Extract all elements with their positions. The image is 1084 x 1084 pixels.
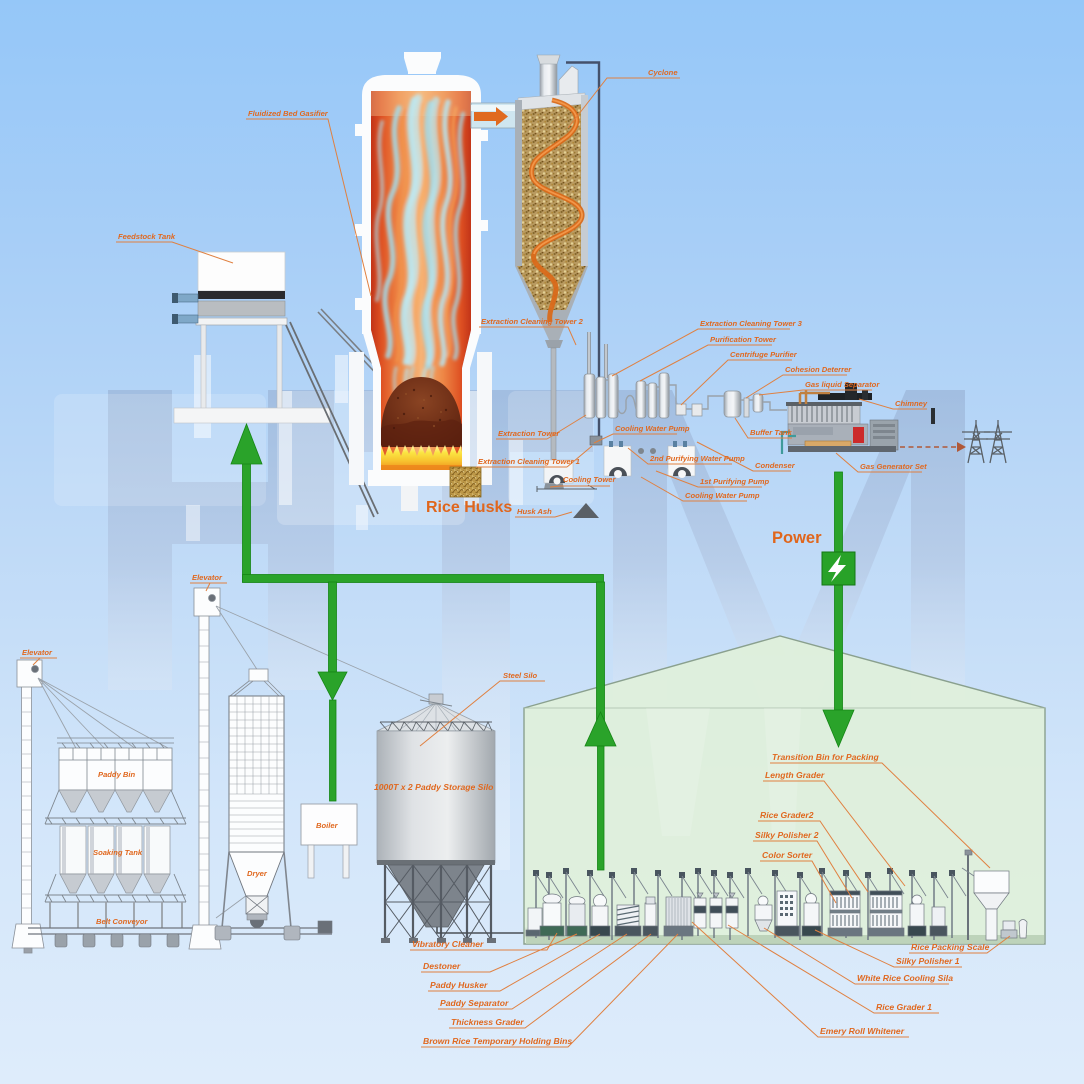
svg-text:Boiler: Boiler <box>316 821 339 830</box>
svg-text:Cooling Tower: Cooling Tower <box>563 475 616 484</box>
svg-text:Purification Tower: Purification Tower <box>710 335 777 344</box>
svg-text:Cohesion Deterrer: Cohesion Deterrer <box>785 365 852 374</box>
svg-text:Feedstock Tank: Feedstock Tank <box>118 232 176 241</box>
svg-text:Power: Power <box>772 529 822 547</box>
svg-text:Extraction Cleaning Tower 1: Extraction Cleaning Tower 1 <box>478 457 580 466</box>
svg-text:Dryer: Dryer <box>247 869 268 878</box>
svg-text:Elevator: Elevator <box>22 648 53 657</box>
svg-text:Fluidized Bed Gasifier: Fluidized Bed Gasifier <box>248 109 329 118</box>
svg-text:Color Sorter: Color Sorter <box>762 850 813 860</box>
svg-text:Extraction Cleaning Tower 3: Extraction Cleaning Tower 3 <box>700 319 803 328</box>
svg-text:Condenser: Condenser <box>755 461 796 470</box>
svg-text:Extraction Tower: Extraction Tower <box>498 429 560 438</box>
svg-text:Rice Grader2: Rice Grader2 <box>760 810 814 820</box>
svg-text:Vibratory Cleaner: Vibratory Cleaner <box>412 939 484 949</box>
svg-text:Centrifuge Purifier: Centrifuge Purifier <box>730 350 798 359</box>
svg-text:Paddy Bin: Paddy Bin <box>98 770 135 779</box>
svg-text:Husk Ash: Husk Ash <box>517 507 552 516</box>
svg-text:Emery Roll Whitener: Emery Roll Whitener <box>820 1026 905 1036</box>
svg-text:Soaking Tank: Soaking Tank <box>93 848 143 857</box>
svg-text:Buffer Tank: Buffer Tank <box>750 428 793 437</box>
svg-text:Paddy Husker: Paddy Husker <box>430 980 488 990</box>
svg-text:Rice Packing Scale: Rice Packing Scale <box>911 942 990 952</box>
svg-text:Chimney: Chimney <box>895 399 928 408</box>
svg-text:Thickness Grader: Thickness Grader <box>451 1017 524 1027</box>
svg-text:Brown Rice Temporary Holding B: Brown Rice Temporary Holding Bins <box>423 1036 572 1046</box>
svg-text:Extraction Cleaning Tower 2: Extraction Cleaning Tower 2 <box>481 317 584 326</box>
svg-text:Rice Husks: Rice Husks <box>426 499 512 516</box>
svg-text:Destoner: Destoner <box>423 961 461 971</box>
svg-text:Silky Polisher 1: Silky Polisher 1 <box>896 956 960 966</box>
svg-text:Cyclone: Cyclone <box>648 68 678 77</box>
svg-text:Steel Silo: Steel Silo <box>503 671 538 680</box>
svg-text:Rice Grader 1: Rice Grader 1 <box>876 1002 932 1012</box>
svg-text:Elevator: Elevator <box>192 573 223 582</box>
svg-text:2nd Purifying Water Pump: 2nd Purifying Water Pump <box>649 454 745 463</box>
svg-text:Gas liquid Separator: Gas liquid Separator <box>805 380 880 389</box>
svg-text:Silky Polisher 2: Silky Polisher 2 <box>755 830 819 840</box>
svg-text:Transition Bin for Packing: Transition Bin for Packing <box>772 752 880 762</box>
svg-text:Cooling Water Pump: Cooling Water Pump <box>685 491 760 500</box>
svg-text:1st Purifying Pump: 1st Purifying Pump <box>700 477 770 486</box>
svg-text:1000T x 2 Paddy Storage Silo: 1000T x 2 Paddy Storage Silo <box>374 782 493 792</box>
svg-text:Length Grader: Length Grader <box>765 770 825 780</box>
svg-text:Belt Conveyor: Belt Conveyor <box>96 917 149 926</box>
svg-text:Gas Generator Set: Gas Generator Set <box>860 462 927 471</box>
svg-text:Cooling Water Pump: Cooling Water Pump <box>615 424 690 433</box>
svg-text:White Rice Cooling Sila: White Rice Cooling Sila <box>857 973 953 983</box>
svg-text:Paddy Separator: Paddy Separator <box>440 998 509 1008</box>
